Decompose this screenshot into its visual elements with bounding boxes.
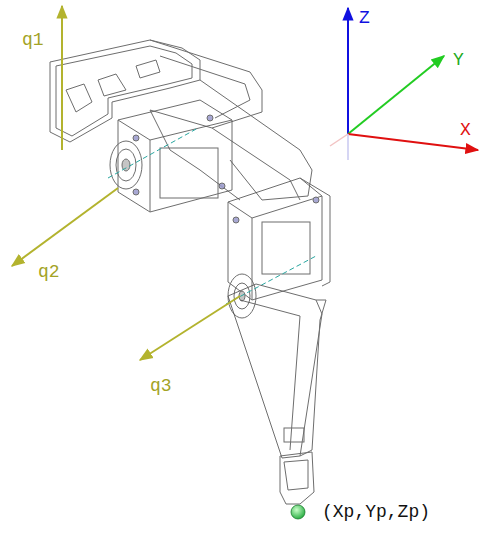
joint-axis bbox=[140, 296, 240, 360]
joint-axis bbox=[61, 6, 63, 150]
axis-stub bbox=[330, 134, 348, 146]
axis-label: Y bbox=[453, 50, 464, 70]
upper-bracket bbox=[50, 40, 312, 200]
knee-motor bbox=[228, 178, 330, 318]
z-axis bbox=[347, 8, 349, 134]
axis-stub bbox=[347, 134, 349, 160]
point-label: (Xp,Yp,Zp) bbox=[322, 502, 430, 522]
joint-label: q3 bbox=[150, 376, 172, 396]
shaft-axis bbox=[108, 128, 198, 178]
y-axis bbox=[348, 56, 444, 134]
foot-point bbox=[291, 505, 305, 519]
joint-label: q1 bbox=[22, 30, 44, 50]
axis-label: X bbox=[460, 120, 471, 140]
hip-motor bbox=[110, 100, 232, 212]
x-axis bbox=[348, 134, 478, 150]
axis-label: Z bbox=[359, 8, 370, 28]
joint-axis bbox=[12, 188, 118, 266]
joint-label: q2 bbox=[38, 262, 60, 282]
lower-leg bbox=[228, 284, 326, 504]
